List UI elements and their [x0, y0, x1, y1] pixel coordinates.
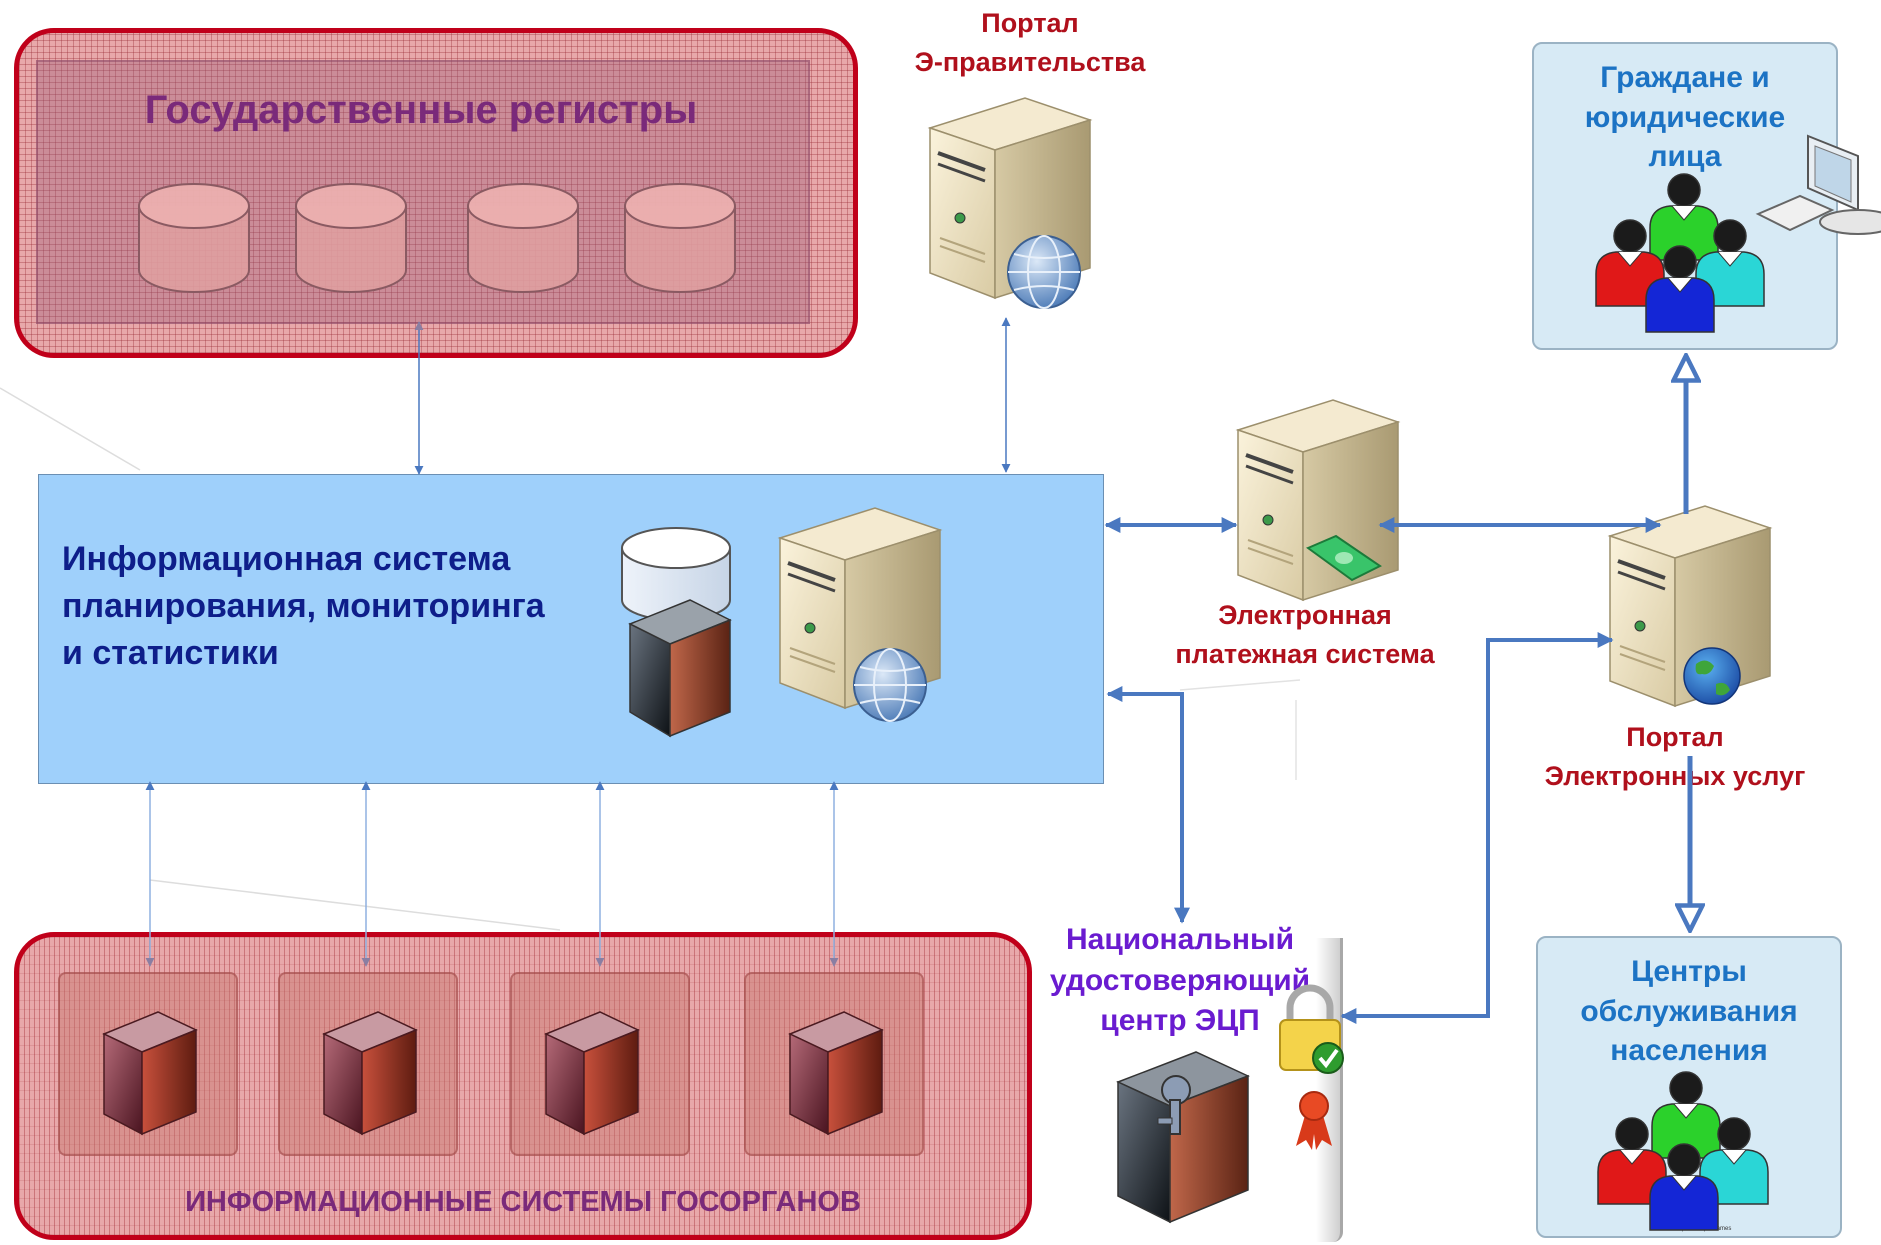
- citizens-title: Граждане и юридические лица: [1532, 58, 1838, 177]
- egov-portal-label: Портал Э-правительства: [860, 4, 1200, 82]
- service-centers-title-line1: Центры: [1631, 955, 1747, 988]
- certification-center-label: Национальный удостоверяющий центр ЭЦП: [1030, 920, 1330, 1042]
- state-registers-title: Государственные регистры: [144, 88, 698, 132]
- gov-agency-systems-panel: [14, 932, 1032, 1240]
- citizens-title-line3: лица: [1648, 140, 1722, 174]
- info-system-title-line1: Информационная система: [62, 540, 511, 578]
- service-centers-title-line2: обслуживания: [1580, 994, 1798, 1028]
- globe-icon: [853, 648, 927, 722]
- banknote-icon: [1305, 534, 1382, 582]
- certification-center-label-line1: Национальный: [1065, 923, 1295, 956]
- key-icon: [1157, 1075, 1191, 1135]
- arrow-portal-ca: [1340, 632, 1614, 1024]
- service-centers-title-line3: населения: [1610, 1034, 1768, 1068]
- globe-icon: [1007, 235, 1081, 309]
- services-portal-label-line1: Портал: [1626, 722, 1724, 752]
- egov-portal-label-line1: Портал: [981, 8, 1079, 38]
- storage-block-icon: [628, 599, 732, 738]
- checkmark-icon: [1312, 1042, 1344, 1074]
- certification-center-label-line2: удостоверяющий: [1049, 963, 1311, 997]
- citizens-title-line2: юридические: [1584, 100, 1786, 134]
- info-system-title-line3: и статистики: [62, 633, 279, 672]
- egov-portal-label-line2: Э-правительства: [914, 47, 1146, 78]
- info-system-title-line2: планирования, мониторинга: [62, 586, 545, 625]
- certification-center-label-line3: центр ЭЦП: [1100, 1004, 1260, 1037]
- service-centers-title: Центры обслуживания населения: [1536, 952, 1842, 1071]
- certificate-seal-icon: [1296, 1091, 1332, 1150]
- database-icon: [621, 527, 731, 621]
- arrow-info-ca: [1106, 686, 1190, 924]
- key-server-icon: [1116, 1051, 1250, 1224]
- citizens-title-line1: Граждане и: [1600, 61, 1770, 94]
- payment-system-label-line1: Электронная: [1218, 600, 1392, 630]
- info-system-title: Информационная система планирования, мон…: [62, 536, 642, 677]
- computer-icon: [1755, 134, 1881, 235]
- earth-globe-icon: [1683, 647, 1741, 705]
- gov-agency-systems-title: ИНФОРМАЦИОННЫЕ СИСТЕМЫ ГОСОРГАНОВ: [185, 1186, 861, 1218]
